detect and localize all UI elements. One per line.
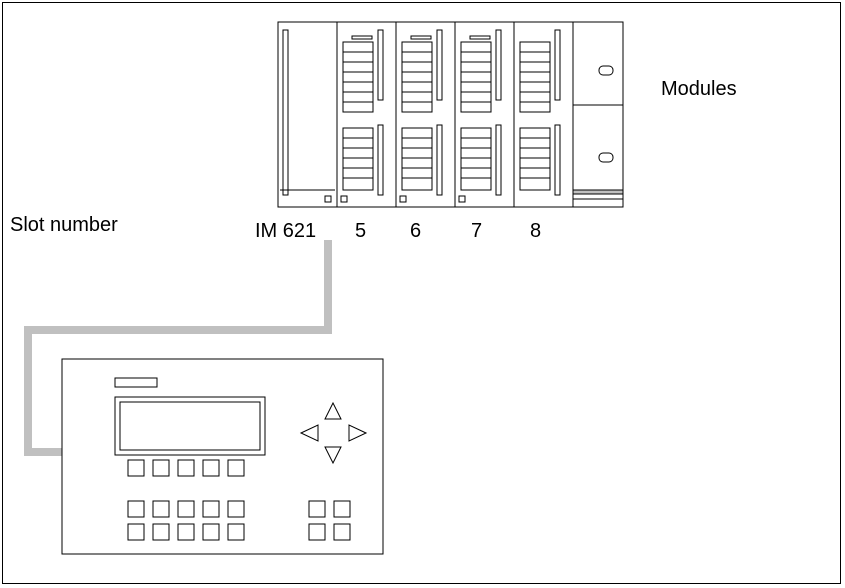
control-key[interactable] bbox=[333, 523, 351, 541]
slot-8-label: 8 bbox=[530, 220, 542, 242]
end-module bbox=[572, 21, 624, 208]
function-key[interactable] bbox=[177, 459, 195, 477]
keypad-key[interactable] bbox=[177, 523, 195, 541]
keypad-key[interactable] bbox=[127, 500, 145, 518]
slot-7-label: 7 bbox=[471, 220, 483, 242]
up-arrow-icon[interactable] bbox=[324, 401, 342, 420]
control-key[interactable] bbox=[333, 500, 351, 518]
slot-module-7 bbox=[454, 21, 515, 208]
function-key[interactable] bbox=[202, 459, 220, 477]
modules-label: Modules bbox=[661, 78, 737, 100]
function-key[interactable] bbox=[227, 459, 245, 477]
im-621-label: IM 621 bbox=[255, 220, 317, 242]
keypad-key[interactable] bbox=[202, 500, 220, 518]
down-arrow-icon[interactable] bbox=[324, 446, 342, 465]
im-621-module bbox=[277, 21, 338, 208]
slot-module-6 bbox=[395, 21, 456, 208]
function-key[interactable] bbox=[127, 459, 145, 477]
panel-indicator bbox=[114, 377, 158, 388]
operator-panel bbox=[61, 358, 384, 555]
keypad-key[interactable] bbox=[177, 500, 195, 518]
keypad-key[interactable] bbox=[127, 523, 145, 541]
slot-module-5 bbox=[336, 21, 397, 208]
slot-number-label: Slot number bbox=[10, 214, 118, 236]
keypad-key[interactable] bbox=[227, 500, 245, 518]
control-key[interactable] bbox=[308, 523, 326, 541]
connection-cable bbox=[24, 240, 332, 456]
keypad-key[interactable] bbox=[152, 523, 170, 541]
keypad-key[interactable] bbox=[202, 523, 220, 541]
right-arrow-icon[interactable] bbox=[348, 424, 368, 442]
slot-module-8 bbox=[513, 21, 574, 208]
left-arrow-icon[interactable] bbox=[299, 424, 319, 442]
keypad-key[interactable] bbox=[152, 500, 170, 518]
keypad-key[interactable] bbox=[227, 523, 245, 541]
slot-6-label: 6 bbox=[410, 220, 422, 242]
function-key[interactable] bbox=[152, 459, 170, 477]
slot-5-label: 5 bbox=[355, 220, 367, 242]
control-key[interactable] bbox=[308, 500, 326, 518]
